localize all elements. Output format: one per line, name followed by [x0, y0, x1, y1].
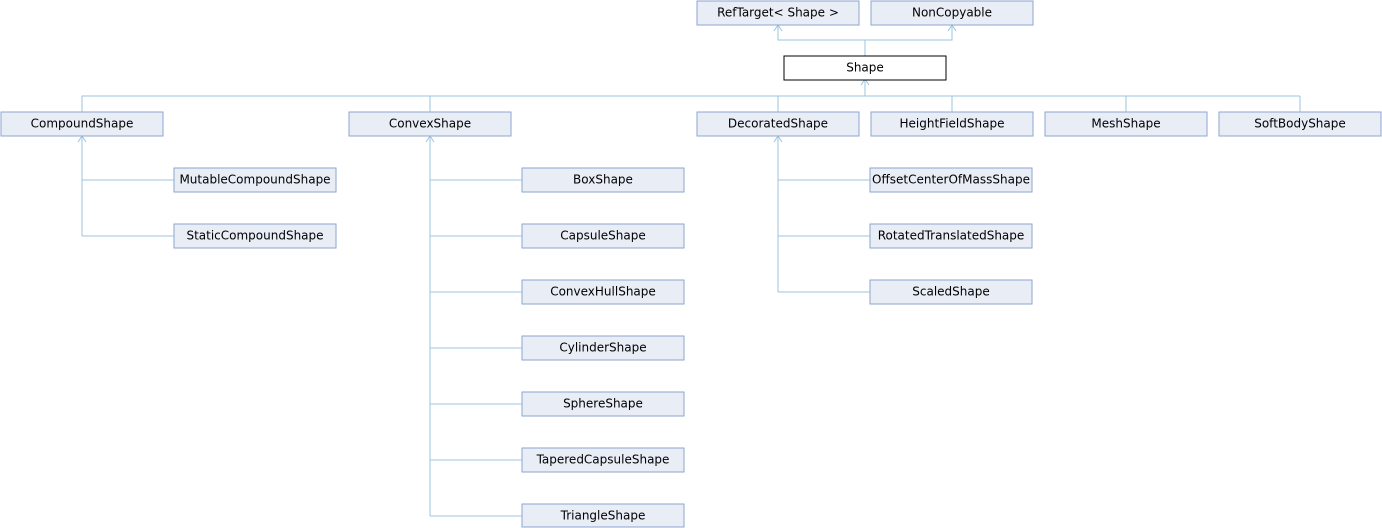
node-label: ConvexShape — [389, 117, 471, 131]
node-label: StaticCompoundShape — [186, 229, 323, 243]
node-meshshape[interactable]: MeshShape — [1044, 111, 1208, 137]
node-boxshape[interactable]: BoxShape — [521, 167, 685, 193]
edge-convex-subclasses — [429, 137, 522, 517]
node-mutablecompoundshape[interactable]: MutableCompoundShape — [173, 167, 337, 193]
node-reftarget[interactable]: RefTarget< Shape > — [696, 0, 860, 26]
edge-bus-to-shape — [81, 80, 1300, 112]
node-convexshape[interactable]: ConvexShape — [348, 111, 512, 137]
node-decoratedshape[interactable]: DecoratedShape — [696, 111, 860, 137]
node-label: CompoundShape — [31, 117, 134, 131]
node-label: NonCopyable — [912, 6, 992, 20]
edge-shape-to-reftarget — [777, 26, 866, 56]
node-label: BoxShape — [573, 173, 633, 187]
node-label: RotatedTranslatedShape — [878, 229, 1025, 243]
node-sphereshape[interactable]: SphereShape — [521, 391, 685, 417]
node-label: RefTarget< Shape > — [717, 6, 839, 20]
node-offsetcenterofmassshape[interactable]: OffsetCenterOfMassShape — [869, 167, 1033, 193]
node-label: SoftBodyShape — [1254, 117, 1346, 131]
node-label: CapsuleShape — [560, 229, 646, 243]
node-heightfieldshape[interactable]: HeightFieldShape — [870, 111, 1034, 137]
node-label: CylinderShape — [559, 341, 646, 355]
node-label: ConvexHullShape — [550, 285, 656, 299]
node-label: TaperedCapsuleShape — [536, 453, 670, 467]
node-triangleshape[interactable]: TriangleShape — [521, 503, 685, 528]
node-cylindershape[interactable]: CylinderShape — [521, 335, 685, 361]
node-softbodyshape[interactable]: SoftBodyShape — [1218, 111, 1382, 137]
node-noncopyable[interactable]: NonCopyable — [870, 0, 1034, 26]
node-label: MeshShape — [1091, 117, 1160, 131]
node-label: SphereShape — [563, 397, 643, 411]
node-shape[interactable]: Shape — [783, 55, 947, 81]
node-label: ScaledShape — [912, 285, 989, 299]
node-rotatedtranslatedshape[interactable]: RotatedTranslatedShape — [869, 223, 1033, 249]
node-label: OffsetCenterOfMassShape — [872, 173, 1030, 187]
node-compoundshape[interactable]: CompoundShape — [0, 111, 164, 137]
node-label: Shape — [846, 61, 884, 75]
inheritance-edges — [77, 24, 1301, 517]
node-label: HeightFieldShape — [900, 117, 1005, 131]
node-capsuleshape[interactable]: CapsuleShape — [521, 223, 685, 249]
node-label: MutableCompoundShape — [179, 173, 330, 187]
node-scaledshape[interactable]: ScaledShape — [869, 279, 1033, 305]
node-taperedcapsuleshape[interactable]: TaperedCapsuleShape — [521, 447, 685, 473]
node-convexhullshape[interactable]: ConvexHullShape — [521, 279, 685, 305]
node-label: TriangleShape — [560, 509, 646, 523]
edge-decorated-subclasses — [777, 137, 870, 293]
edge-shape-to-noncopyable — [865, 26, 953, 41]
edge-compound-subclasses — [81, 137, 174, 237]
node-label: DecoratedShape — [728, 117, 828, 131]
node-staticcompoundshape[interactable]: StaticCompoundShape — [173, 223, 337, 249]
